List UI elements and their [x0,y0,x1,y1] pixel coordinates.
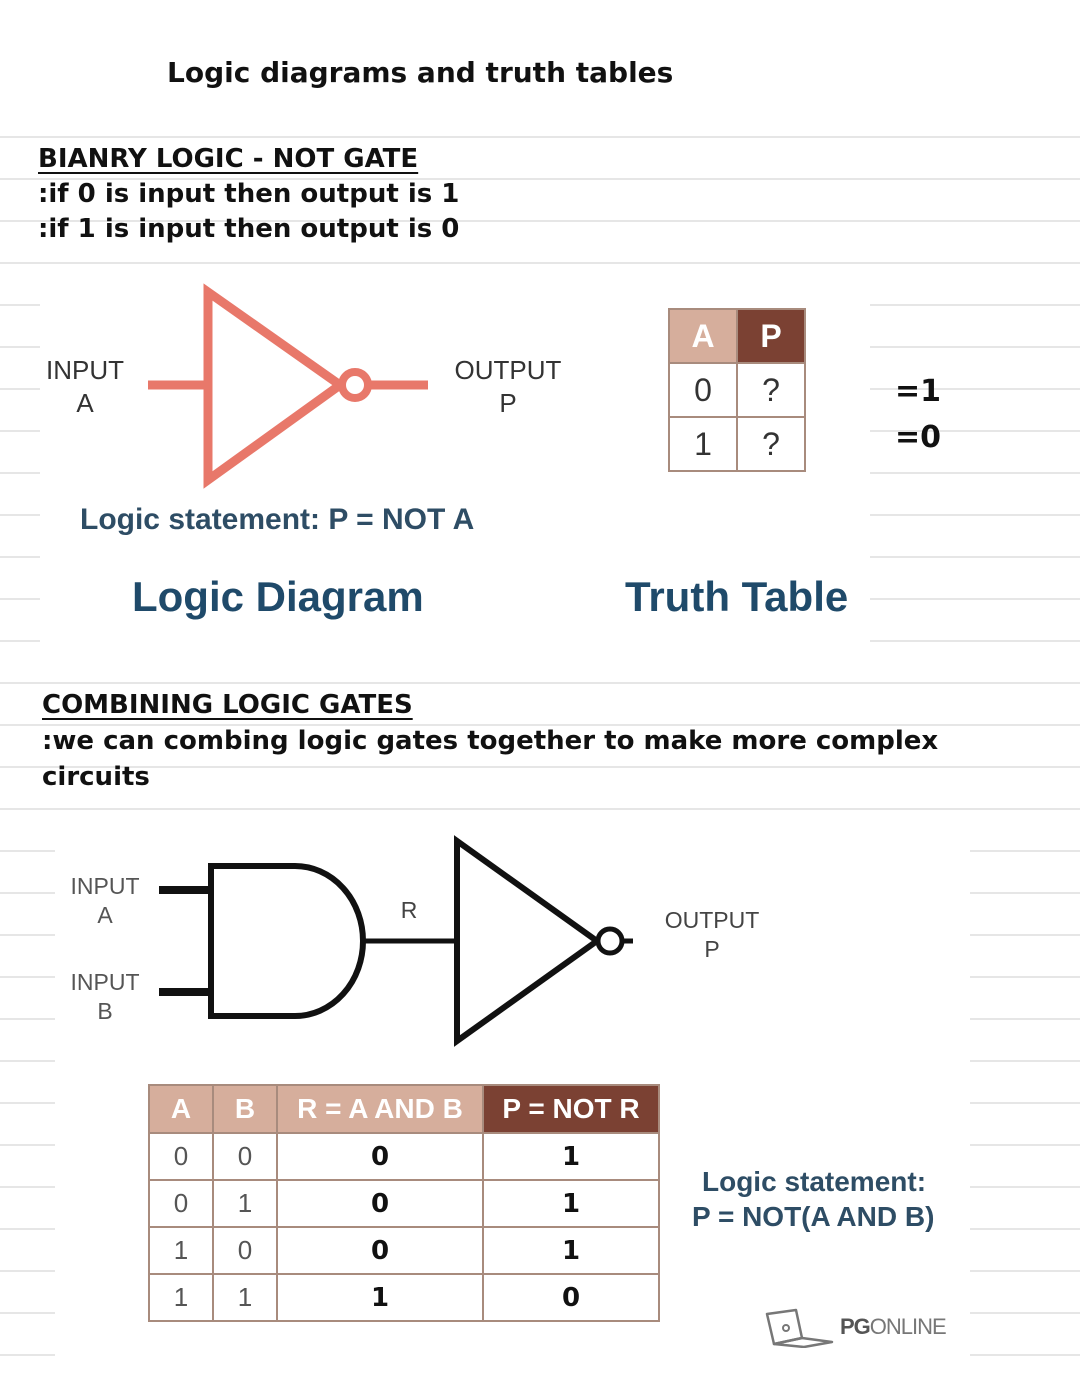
caption-truth-table: Truth Table [625,573,849,620]
and-not-circuit [159,835,633,1047]
table-header: A [668,308,738,364]
table-cell: ? [736,416,806,472]
note-line: circuits [42,762,150,792]
output-p-label: OUTPUT P [664,907,760,962]
table-row: 1 1 1 0 [148,1273,660,1322]
handwritten-answer: =0 [895,420,942,455]
table-cell: 0 [212,1226,278,1275]
logic-statement-not: Logic statement: P = NOT A [80,503,475,536]
not-gate-input-label: INPUT A [46,355,124,418]
table-cell: ? [736,362,806,418]
table-cell: 0 [148,1132,214,1181]
table-cell: 0 [276,1132,484,1181]
table-cell: 1 [212,1273,278,1322]
not-gate-symbol [148,283,428,489]
caption-logic-diagram: Logic Diagram [132,573,424,620]
table-cell: 0 [212,1132,278,1181]
table-row: 0 1 0 1 [148,1179,660,1228]
table-row: 1 0 0 1 [148,1226,660,1275]
laptop-book-icon [765,1308,834,1348]
table-cell: 1 [148,1273,214,1322]
logic-statement-combined: Logic statement: P = NOT(A AND B) [692,1166,935,1232]
handwritten-answer: =1 [895,374,942,409]
table-cell: 1 [668,416,738,472]
not-gate-output-label: OUTPUT P [454,355,562,418]
page-title: Logic diagrams and truth tables [167,56,674,89]
note-line: :if 0 is input then output is 1 [38,179,460,209]
table-header: A [148,1084,214,1134]
section-heading-not-gate: BIANRY LOGIC - NOT GATE [38,144,419,174]
table-cell: 0 [148,1179,214,1228]
table-cell: 1 [276,1273,484,1322]
table-cell: 0 [276,1226,484,1275]
table-row: 0 0 0 1 [148,1132,660,1181]
table-header: R = A AND B [276,1084,484,1134]
wire-r-label: R [400,897,418,923]
section-heading-combining: COMBINING LOGIC GATES [42,690,413,720]
table-cell: 1 [482,1132,660,1181]
pg-online-logo: PGONLINE [764,1306,947,1348]
table-header: P = NOT R [482,1084,660,1134]
note-line: :if 1 is input then output is 0 [38,214,460,244]
logo-text: PGONLINE [840,1314,947,1339]
table-cell: 0 [668,362,738,418]
input-a-label: INPUT A [70,873,140,928]
table-row: 0 ? [668,362,806,418]
table-cell: 0 [482,1273,660,1322]
note-line: :we can combing logic gates together to … [42,726,939,756]
table-row: 1 ? [668,416,806,472]
not-truth-table: A P 0 ? 1 ? [668,308,806,472]
combined-truth-table: A B R = A AND B P = NOT R 0 0 0 1 0 1 0 … [148,1084,660,1322]
table-cell: 1 [148,1226,214,1275]
table-cell: 0 [276,1179,484,1228]
table-cell: 1 [482,1226,660,1275]
input-b-label: INPUT B [70,969,140,1024]
table-header: P [736,308,806,364]
table-cell: 1 [482,1179,660,1228]
table-cell: 1 [212,1179,278,1228]
table-header: B [212,1084,278,1134]
